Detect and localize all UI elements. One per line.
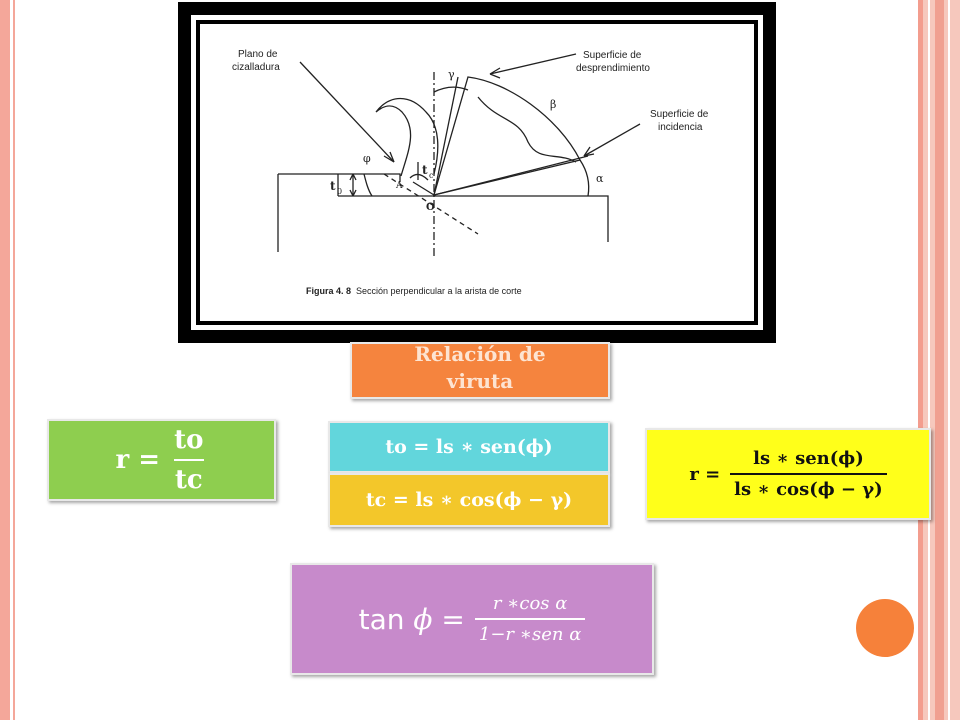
shear-plane-arrow: [299, 61, 395, 163]
eq-tan-equals: =: [441, 602, 465, 636]
rake-face-arrow: [489, 53, 577, 75]
chip-outline: [375, 98, 439, 177]
right-border-stripe-2: [935, 0, 944, 720]
eq-tan-numerator: r ∗cos α: [492, 593, 568, 614]
eq-ratio-denominator: ls ∗ cos(ϕ − γ): [734, 479, 883, 500]
eq-tan-func: tan: [358, 602, 405, 636]
label-alpha: α: [596, 172, 604, 185]
eq-tan-var: ϕ: [413, 602, 433, 636]
eq-r-fraction: to tc: [170, 425, 207, 495]
cutting-diagram-svg: Plano de cizalladura Superficie de despr…: [232, 49, 709, 296]
equation-r-definition: r = to tc: [47, 419, 276, 501]
equation-r-ratio: r = ls ∗ sen(ϕ) ls ∗ cos(ϕ − γ): [645, 428, 931, 520]
label-incidencia: incidencia: [658, 122, 703, 133]
eq-ratio-lhs: r =: [689, 463, 721, 485]
decorative-orange-circle: [856, 599, 914, 657]
eq-tan-fraction: r ∗cos α 1−r ∗sen α: [474, 593, 586, 645]
caption-text: Sección perpendicular a la arista de cor…: [356, 286, 522, 296]
equation-to: to = ls ∗ sen(ϕ): [328, 421, 610, 473]
eq-to-text: to = ls ∗ sen(ϕ): [385, 436, 553, 458]
right-border-gap: [928, 0, 930, 720]
relacion-viruta-title: Relación de viruta: [350, 342, 610, 399]
label-cizalladura: cizalladura: [232, 62, 280, 73]
left-border-stripe: [0, 0, 10, 720]
workpiece-top-surface: [278, 173, 401, 182]
label-phi: φ: [363, 152, 371, 165]
fraction-bar: [730, 473, 887, 475]
flank-face-arrow: [583, 123, 641, 157]
eq-tan-lhs: tan ϕ =: [359, 603, 465, 636]
label-beta: β: [550, 98, 556, 111]
right-border-stripe: [918, 0, 923, 720]
label-lambda: A: [395, 181, 403, 191]
equation-tan-phi: tan ϕ = r ∗cos α 1−r ∗sen α: [290, 563, 654, 675]
eq-r-denominator: tc: [174, 465, 203, 495]
label-superficie-inc: Superficie de: [650, 109, 709, 120]
left-border-line: [13, 0, 15, 720]
fraction-bar: [474, 618, 586, 620]
eq-ratio-fraction: ls ∗ sen(ϕ) ls ∗ cos(ϕ − γ): [730, 448, 887, 500]
relacion-viruta-text: Relación de viruta: [414, 342, 546, 393]
machined-surface: [338, 195, 609, 242]
label-t0: t: [330, 179, 336, 193]
label-superficie-desp: Superficie de: [583, 50, 642, 61]
right-border-gap-2: [948, 0, 950, 720]
eq-ratio-numerator: ls ∗ sen(ϕ): [753, 448, 864, 469]
label-desprendimiento: desprendimiento: [576, 63, 650, 74]
label-tc-sub: c: [429, 171, 434, 180]
eq-tan-denominator: 1−r ∗sen α: [478, 624, 582, 645]
label-plano-de: Plano de: [238, 49, 278, 60]
label-t0-sub: 0: [337, 187, 342, 196]
eq-r-lhs: r =: [115, 445, 161, 475]
label-origin: O: [426, 202, 435, 213]
label-gamma: γ: [448, 68, 455, 81]
eq-tc-text: tc = ls ∗ cos(ϕ − γ): [365, 489, 573, 511]
shear-plane-line: [383, 173, 479, 235]
caption-figure-number: Figura 4. 8: [306, 286, 351, 296]
eq-r-numerator: to: [174, 425, 204, 455]
fraction-bar: [173, 459, 204, 461]
equation-tc: tc = ls ∗ cos(ϕ − γ): [328, 473, 610, 527]
label-tc: t: [422, 163, 428, 177]
cutting-section-figure: Plano de cizalladura Superficie de despr…: [178, 2, 776, 343]
cutting-tool: [433, 76, 581, 196]
